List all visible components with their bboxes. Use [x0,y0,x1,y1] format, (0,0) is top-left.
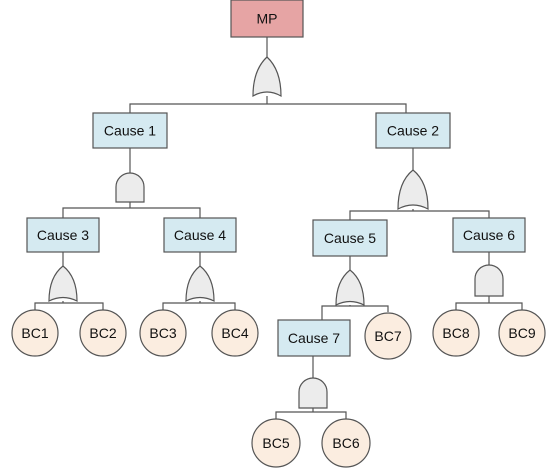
connector-cause4-gate-branches [162,301,236,310]
top-event-box [230,0,304,38]
cause4-box [163,217,237,253]
connector-cause7-gate-branches [275,408,347,419]
bc8-circle [432,309,480,357]
bc2-label: BC2 [89,325,116,341]
bc6-circle [321,418,371,468]
cause7-box [277,319,351,357]
bc5-circle [251,418,301,468]
top-event-mp: MP [230,0,304,38]
or-gate-mp [252,56,282,98]
or-gate-cause4 [185,265,215,302]
cause7-label: Cause 7 [288,330,340,346]
connector-cause3-gate-branches [34,301,104,310]
or-gate-cause3 [48,265,78,302]
cause5-label: Cause 5 [324,230,376,246]
and-gate-cause7 [298,377,328,409]
connector-mp-gate-branches [129,96,407,113]
cause2-label: Cause 2 [387,123,439,139]
bc9-circle [498,309,546,357]
cause1-label: Cause 1 [104,123,156,139]
connector-cause5-gate-branches [321,305,389,320]
cause3-box [26,217,100,253]
bc4-circle [211,309,259,357]
bc2-circle [79,309,127,357]
cause3-label: Cause 3 [37,227,89,243]
connector-cause1-gate-branches [62,202,201,218]
cause6-box [452,217,526,253]
or-gate-cause2 [397,169,429,210]
or-gate-cause5 [335,269,365,306]
bc7-label: BC7 [374,328,401,344]
cause1-box [92,112,168,149]
bc5-label: BC5 [262,435,289,451]
bc8-label: BC8 [442,325,469,341]
top-event-label: MP [257,11,278,27]
bc7-circle [364,312,412,360]
cause-labels: Cause 1 Cause 2 Cause 3 Cause 4 Cause 5 … [37,123,515,347]
connector-cause6-gate-branches [455,296,523,310]
basic-cause-labels: BC1 BC2 BC3 BC4 BC5 BC6 BC7 BC8 BC9 [21,325,535,451]
bc4-label: BC4 [221,325,248,341]
logic-gates [48,56,504,409]
cause4-label: Cause 4 [174,227,226,243]
bc3-circle [139,309,187,357]
connector-cause2-gate-branches [349,209,490,220]
cause-boxes [26,112,526,357]
bc6-label: BC6 [332,435,359,451]
connector-lines [34,37,523,419]
and-gate-cause1 [115,172,145,203]
bc1-circle [11,309,59,357]
bc9-label: BC9 [508,325,535,341]
and-gate-cause6 [474,264,504,297]
cause2-box [375,112,451,149]
basic-cause-circles [11,309,546,468]
cause5-box [312,219,388,257]
bc3-label: BC3 [149,325,176,341]
bc1-label: BC1 [21,325,48,341]
cause6-label: Cause 6 [463,227,515,243]
